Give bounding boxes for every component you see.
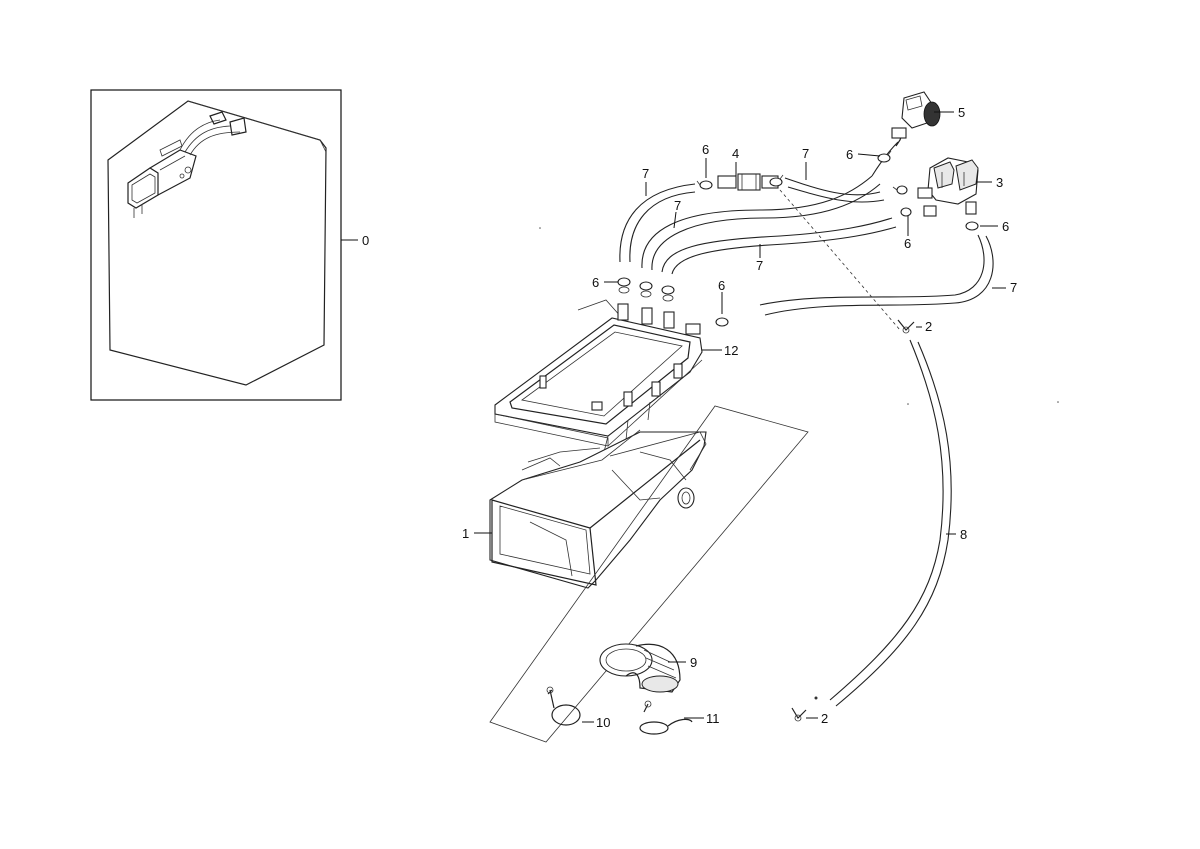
callout-2-upper: 2 <box>925 319 932 334</box>
drain-hose <box>829 339 952 707</box>
callout-9: 9 <box>690 655 697 670</box>
hose-set <box>619 141 994 316</box>
dispenser-housing <box>489 429 707 589</box>
callout-8: 8 <box>960 527 967 542</box>
callout-6-valve: 6 <box>846 147 853 162</box>
leader-lines <box>474 111 1006 723</box>
dispenser-cover <box>494 299 703 453</box>
callout-7-left: 7 <box>642 166 649 181</box>
callout-10: 10 <box>596 715 610 730</box>
water-valve-single <box>891 91 941 147</box>
water-valve-double <box>917 157 979 217</box>
clamp-upper <box>897 319 915 334</box>
bottom-panel <box>489 405 809 743</box>
callout-3: 3 <box>996 175 1003 190</box>
assembly-overview-inset: 0 <box>90 89 369 401</box>
hose-coupling <box>717 173 779 191</box>
callout-1: 1 <box>462 526 469 541</box>
callout-4: 4 <box>732 146 739 161</box>
callout-7-top: 7 <box>802 146 809 161</box>
ring-clamp <box>546 686 581 726</box>
callout-11: 11 <box>706 711 720 726</box>
bellows <box>599 643 681 693</box>
callout-6-right: 6 <box>1002 219 1009 234</box>
callout-0: 0 <box>362 233 369 248</box>
callout-7-right: 7 <box>1010 280 1017 295</box>
inset-dispenser-icon <box>127 111 247 218</box>
wire-spring <box>639 700 693 735</box>
callout-6-left: 6 <box>592 275 599 290</box>
callout-2-lower: 2 <box>821 711 828 726</box>
callout-6-top: 6 <box>702 142 709 157</box>
callout-7-lower: 7 <box>756 258 763 273</box>
callout-7-middle: 7 <box>674 198 681 213</box>
callout-6-hose-end: 6 <box>718 278 725 293</box>
callout-6-mid: 6 <box>904 236 911 251</box>
callout-12: 12 <box>724 343 738 358</box>
callout-5: 5 <box>958 105 965 120</box>
clamp-lower <box>791 707 807 722</box>
